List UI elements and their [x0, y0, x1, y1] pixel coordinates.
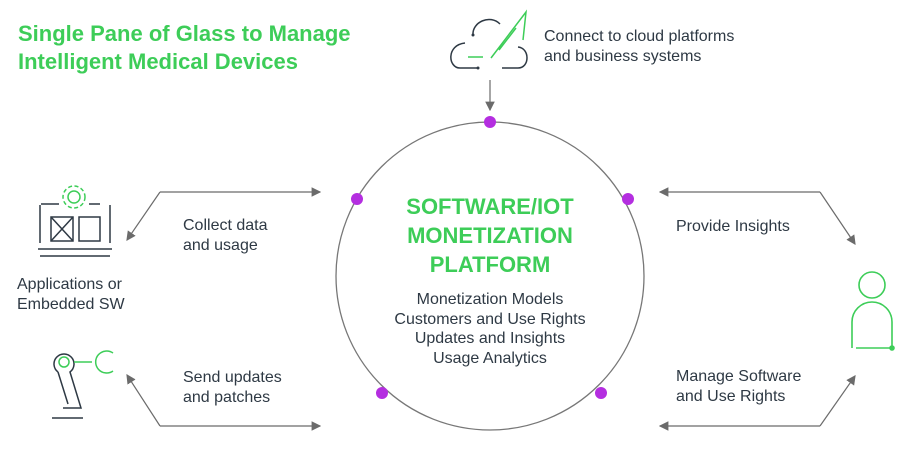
title-line: Single Pane of Glass to Manage: [18, 21, 351, 46]
feature-item: Customers and Use Rights: [394, 310, 586, 328]
user-icon: [851, 271, 895, 351]
label-line: and usage: [183, 237, 258, 254]
platform-title-line: MONETIZATION: [407, 223, 573, 248]
feature-item: Monetization Models: [416, 291, 564, 308]
arrow-collect-apps: [126, 191, 161, 241]
connector-dot: [622, 193, 634, 205]
cloud-icon: [450, 9, 528, 70]
label-line: Manage Software: [676, 368, 802, 385]
manage-label: Manage Software and Use Rights: [676, 367, 801, 407]
feature-item: Usage Analytics: [433, 349, 547, 367]
arrow-send-device: [126, 373, 161, 427]
label-line: Applications or: [17, 276, 122, 293]
feature-item: Updates and Insights: [414, 330, 566, 347]
label-line: Embedded SW: [17, 296, 125, 313]
arrow-insights-user: [819, 191, 856, 245]
application-icon: [38, 185, 112, 257]
label-line: Collect data: [183, 217, 268, 234]
label-line: Connect to cloud platforms: [544, 28, 735, 45]
label-line: and Use Rights: [676, 388, 786, 405]
title-line: Intelligent Medical Devices: [18, 49, 298, 74]
label-line: Send updates: [183, 369, 282, 386]
connector-dot: [351, 193, 363, 205]
arrow-manage-user: [819, 375, 856, 427]
label-line: and patches: [183, 389, 271, 406]
platform-title: SOFTWARE/IOT MONETIZATION PLATFORM: [370, 192, 610, 279]
platform-title-line: SOFTWARE/IOT: [406, 194, 574, 219]
connector-dot: [484, 116, 496, 128]
cloud-label: Connect to cloud platforms and business s…: [544, 27, 734, 67]
send-label: Send updates and patches: [183, 368, 282, 408]
robotic-arm-icon: [52, 350, 114, 419]
platform-title-line: PLATFORM: [429, 252, 551, 277]
apps-label: Applications or Embedded SW: [17, 275, 125, 315]
connector-dot: [595, 387, 607, 399]
insights-label: Provide Insights: [676, 218, 790, 235]
collect-label: Collect data and usage: [183, 216, 268, 256]
label-line: and business systems: [544, 48, 702, 65]
connector-dot: [376, 387, 388, 399]
